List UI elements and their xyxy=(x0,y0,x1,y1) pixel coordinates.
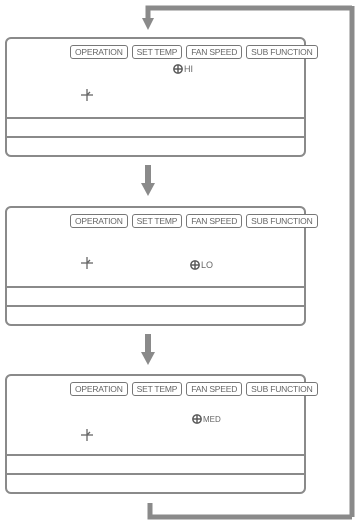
panel-divider xyxy=(7,473,304,475)
remote-display-panel-lo: OPERATION SET TEMP FAN SPEED SUB FUNCTIO… xyxy=(5,206,318,326)
panel-divider xyxy=(7,305,304,307)
panel-divider xyxy=(7,454,304,456)
tab-set-temp: SET TEMP xyxy=(131,45,183,59)
arrow-2-shaft xyxy=(145,334,151,354)
fan-speed-indicator: LO xyxy=(190,260,213,270)
panel-divider xyxy=(7,117,304,119)
arrow-1-head xyxy=(141,183,155,196)
remote-display-panel-hi: OPERATION SET TEMP FAN SPEED SUB FUNCTIO… xyxy=(5,37,318,157)
tab-sub-function: SUB FUNCTION xyxy=(246,45,318,59)
tab-fan-speed: FAN SPEED xyxy=(186,45,243,59)
tab-operation: OPERATION xyxy=(70,45,128,59)
tab-set-temp: SET TEMP xyxy=(131,382,183,396)
remote-display-panel-med: OPERATION SET TEMP FAN SPEED SUB FUNCTIO… xyxy=(5,374,318,494)
return-loop-line xyxy=(145,5,352,20)
panel-divider xyxy=(7,136,304,138)
fan-speed-indicator: HI xyxy=(173,64,193,74)
tab-fan-speed: FAN SPEED xyxy=(186,382,243,396)
arrow-2-head xyxy=(141,352,155,365)
function-tabs: OPERATION SET TEMP FAN SPEED SUB FUNCTIO… xyxy=(70,45,318,59)
cross-mode-icon xyxy=(81,257,93,269)
fan-speed-label: HI xyxy=(184,64,193,74)
tab-operation: OPERATION xyxy=(70,214,128,228)
fan-icon xyxy=(192,414,202,424)
tab-sub-function: SUB FUNCTION xyxy=(246,382,318,396)
arrow-top xyxy=(142,18,154,30)
tab-fan-speed: FAN SPEED xyxy=(186,214,243,228)
function-tabs: OPERATION SET TEMP FAN SPEED SUB FUNCTIO… xyxy=(70,214,318,228)
fan-speed-label: MED xyxy=(203,414,221,424)
panel-divider xyxy=(7,286,304,288)
fan-speed-indicator: MED xyxy=(192,414,221,424)
bottom-loop-line xyxy=(147,503,352,520)
fan-icon xyxy=(173,64,183,74)
cross-mode-icon xyxy=(81,429,93,441)
tab-set-temp: SET TEMP xyxy=(131,214,183,228)
function-tabs: OPERATION SET TEMP FAN SPEED SUB FUNCTIO… xyxy=(70,382,318,396)
arrow-1-shaft xyxy=(145,165,151,185)
cross-mode-icon xyxy=(81,89,93,101)
tab-sub-function: SUB FUNCTION xyxy=(246,214,318,228)
fan-speed-label: LO xyxy=(201,260,214,270)
tab-operation: OPERATION xyxy=(70,382,128,396)
fan-icon xyxy=(190,260,200,270)
